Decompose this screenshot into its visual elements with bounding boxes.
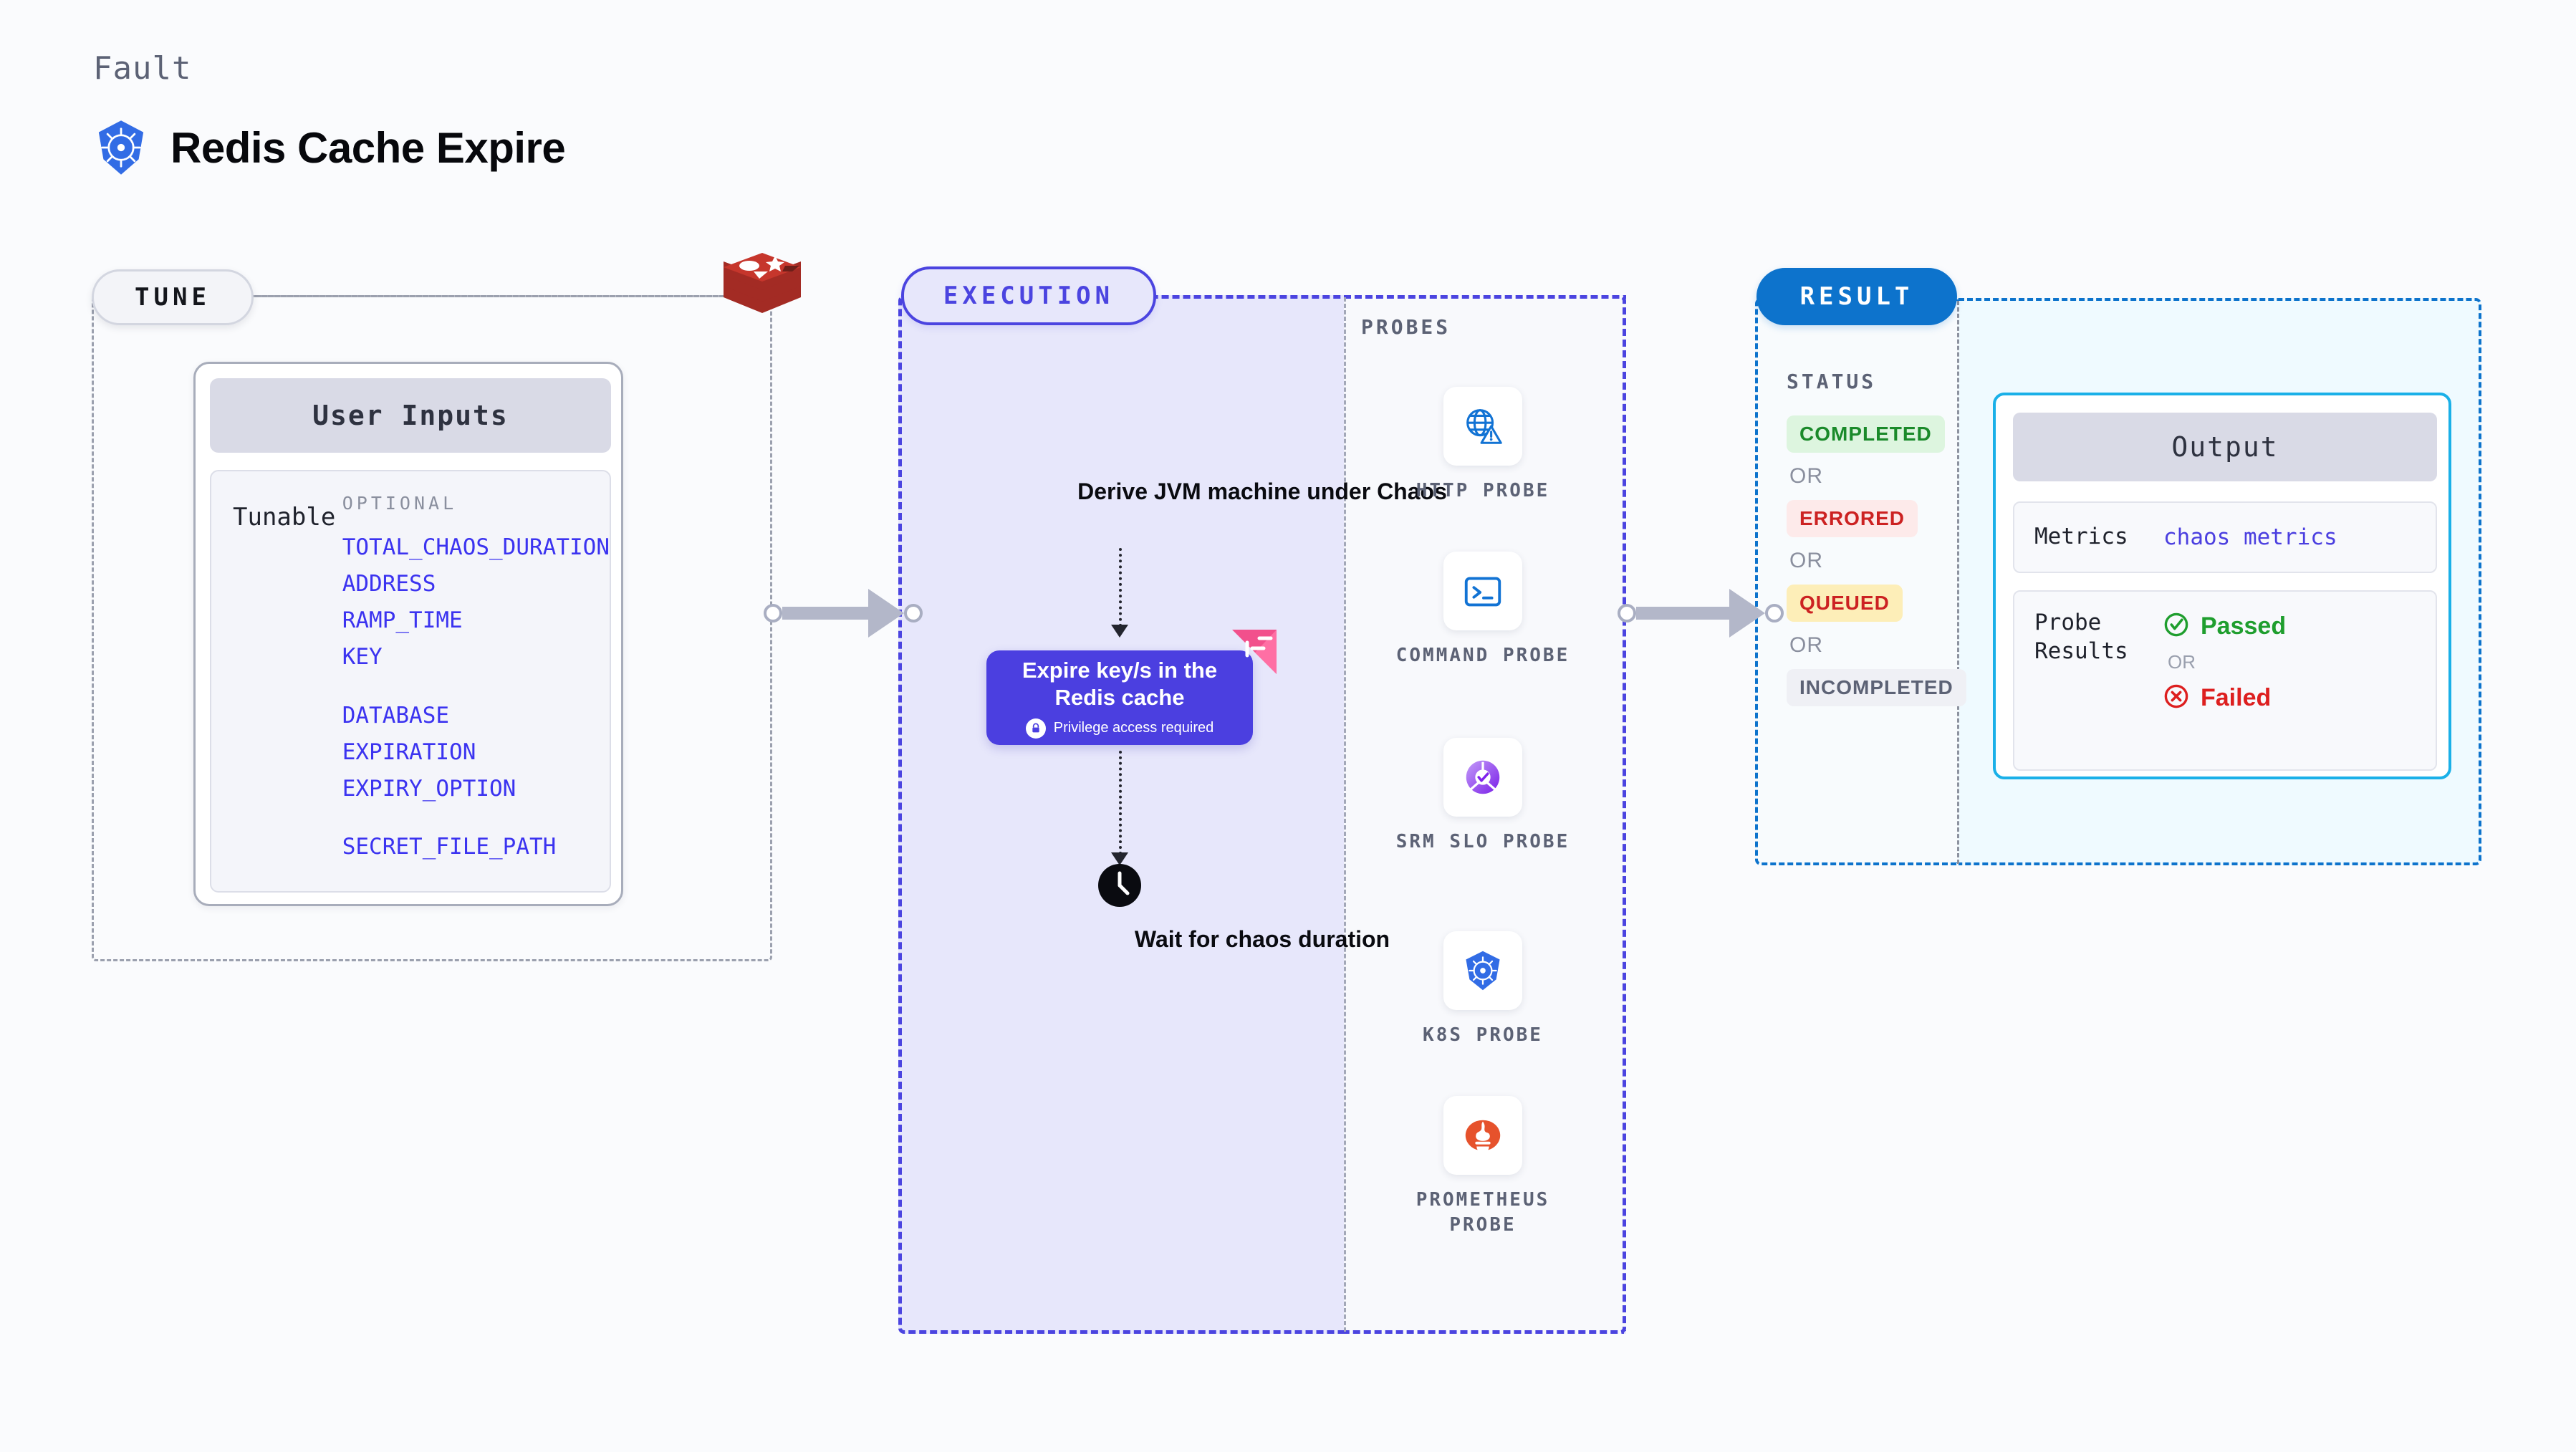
- exec-connector-1-tip: [1111, 625, 1128, 638]
- param-total-chaos-duration[interactable]: TOTAL_CHAOS_DURATION: [342, 534, 610, 560]
- terminal-icon: [1443, 552, 1522, 630]
- harness-ribbon-icon: [1226, 627, 1279, 680]
- probe-http-label: HTTP PROBE: [1416, 480, 1550, 501]
- metrics-value-link[interactable]: chaos metrics: [2163, 524, 2337, 550]
- status-or-2: OR: [1789, 549, 1823, 572]
- probe-results-values: Passed OR Failed: [2163, 609, 2286, 752]
- probe-k8s[interactable]: K8S PROBE: [1383, 931, 1583, 1048]
- status-label: STATUS: [1787, 370, 1877, 393]
- exec-connector-1: [1119, 548, 1122, 627]
- output-title: Output: [2013, 413, 2437, 481]
- status-badge-queued: QUEUED: [1787, 585, 1903, 622]
- probe-srm-slo-label: SRM SLO PROBE: [1395, 831, 1570, 852]
- tunable-row-label: Tunable: [233, 503, 336, 532]
- execution-step-2-label: Wait for chaos duration: [1134, 926, 1390, 952]
- privilege-note: Privilege access required: [1025, 718, 1214, 739]
- page-title: Redis Cache Expire: [170, 123, 566, 172]
- probes-label: PROBES: [1361, 315, 1451, 339]
- arrow-shaft: [1636, 607, 1729, 620]
- user-inputs-body: Tunable OPTIONAL TOTAL_CHAOS_DURATION AD…: [210, 470, 611, 893]
- arrow-end-dot: [1765, 604, 1784, 622]
- redis-logo: [716, 247, 808, 335]
- result-badge: RESULT: [1756, 268, 1957, 325]
- privilege-note-text: Privilege access required: [1053, 720, 1214, 736]
- output-card: Output Metrics chaos metrics Probe Resul…: [1993, 393, 2451, 779]
- metrics-key: Metrics: [2034, 524, 2128, 550]
- arrow-shaft: [782, 607, 868, 620]
- user-inputs-title: User Inputs: [210, 378, 611, 453]
- probes-divider: [1344, 297, 1346, 1332]
- status-or-1: OR: [1789, 464, 1823, 488]
- output-row-probe-results: Probe Results Passed OR: [2013, 590, 2437, 771]
- result-divider: [1957, 301, 1959, 864]
- param-address[interactable]: ADDRESS: [342, 571, 436, 597]
- probe-k8s-label: K8S PROBE: [1423, 1024, 1543, 1046]
- execution-action-card[interactable]: Expire key/s in the Redis cache Privileg…: [986, 650, 1253, 745]
- execution-step-1-label: Derive JVM machine under Chaos: [1077, 479, 1447, 504]
- arrow-tune-to-execution: [764, 589, 923, 638]
- result-status-region: [1755, 298, 1959, 865]
- output-row-metrics: Metrics chaos metrics: [2013, 501, 2437, 573]
- exec-connector-2-tip: [1111, 852, 1128, 865]
- execution-badge: EXECUTION: [901, 266, 1156, 325]
- x-circle-icon: [2163, 683, 2189, 713]
- arrow-end-dot: [904, 604, 923, 622]
- user-inputs-card: User Inputs Tunable OPTIONAL TOTAL_CHAOS…: [193, 362, 623, 906]
- param-secret-file-path[interactable]: SECRET_FILE_PATH: [342, 833, 557, 860]
- arrow-head: [868, 589, 904, 638]
- status-badge-incompleted: INCOMPLETED: [1787, 669, 1966, 706]
- lock-icon: [1025, 718, 1046, 739]
- param-database[interactable]: DATABASE: [342, 702, 450, 729]
- param-key[interactable]: KEY: [342, 644, 383, 670]
- probe-http[interactable]: HTTP PROBE: [1383, 387, 1583, 504]
- arrow-execution-to-result: [1618, 589, 1784, 638]
- kubernetes-helm-icon: [1443, 931, 1522, 1010]
- probe-result-passed-label: Passed: [2201, 612, 2287, 640]
- probe-result-failed: Failed: [2163, 683, 2286, 713]
- page-eyebrow: Fault: [93, 50, 192, 87]
- check-circle-icon: [2163, 612, 2189, 641]
- exec-connector-2: [1119, 751, 1122, 855]
- status-list: COMPLETED OR ERRORED OR QUEUED OR INCOMP…: [1787, 415, 1966, 706]
- arrow-head: [1729, 589, 1765, 638]
- page-header: Redis Cache Expire: [92, 118, 566, 177]
- optional-group-label: OPTIONAL: [342, 493, 458, 514]
- probe-result-failed-label: Failed: [2201, 684, 2272, 711]
- probe-prometheus[interactable]: PROMETHEUS PROBE: [1383, 1096, 1583, 1238]
- probe-command-label: COMMAND PROBE: [1395, 645, 1570, 666]
- arrow-start-dot: [1618, 604, 1636, 622]
- clock-icon: [1097, 863, 1142, 908]
- status-badge-errored: ERRORED: [1787, 500, 1918, 537]
- tune-badge: TUNE: [92, 269, 254, 325]
- tunable-param-list: OPTIONAL TOTAL_CHAOS_DURATION ADDRESS RA…: [342, 493, 610, 891]
- status-badge-completed: COMPLETED: [1787, 415, 1945, 453]
- tune-top-dash: [255, 295, 736, 297]
- globe-warning-icon: [1443, 387, 1522, 466]
- param-expiration[interactable]: EXPIRATION: [342, 739, 476, 765]
- prometheus-flame-icon: [1443, 1096, 1522, 1175]
- param-ramp-time[interactable]: RAMP_TIME: [342, 607, 463, 634]
- status-or-3: OR: [1789, 633, 1823, 657]
- probe-result-or: OR: [2168, 651, 2196, 673]
- probe-command[interactable]: COMMAND PROBE: [1383, 552, 1583, 668]
- probe-results-key: Probe Results: [2034, 610, 2128, 664]
- action-card-title: Expire key/s in the Redis cache: [1022, 658, 1218, 710]
- probe-result-passed: Passed: [2163, 612, 2286, 641]
- param-expiry-option[interactable]: EXPIRY_OPTION: [342, 775, 516, 802]
- probe-prometheus-label: PROMETHEUS PROBE: [1416, 1189, 1550, 1236]
- probe-srm-slo[interactable]: SRM SLO PROBE: [1383, 738, 1583, 855]
- slo-gauge-check-icon: [1443, 738, 1522, 817]
- kubernetes-helm-icon: [92, 118, 150, 177]
- arrow-start-dot: [764, 604, 782, 622]
